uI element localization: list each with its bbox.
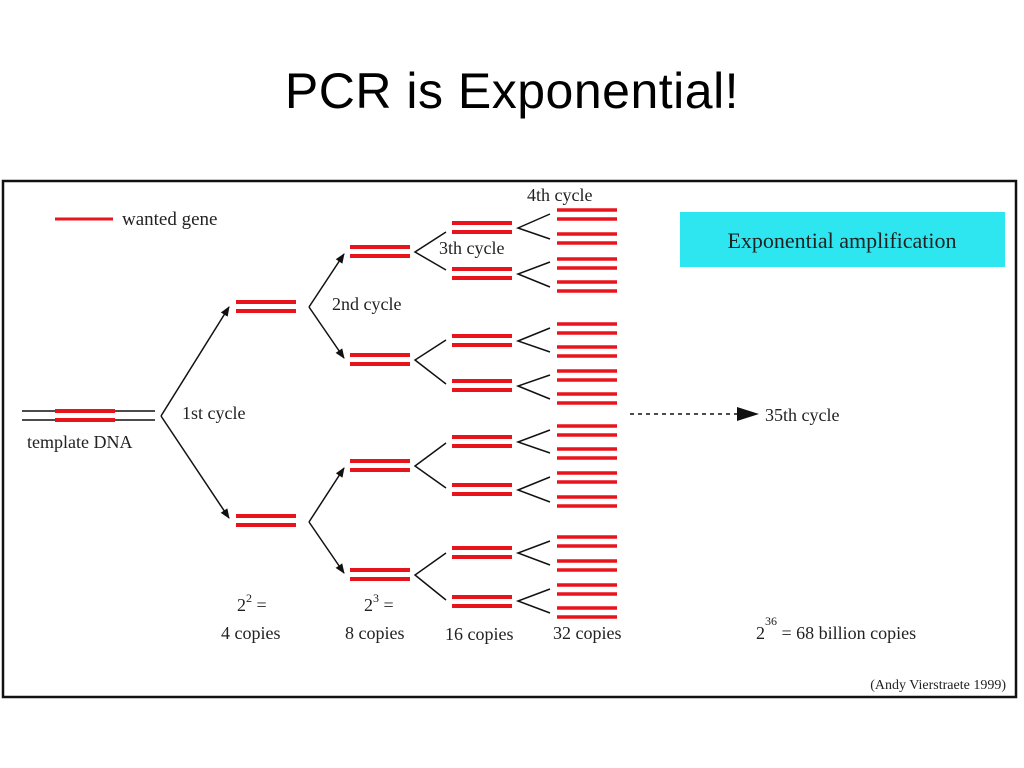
credit-text: (Andy Vierstraete 1999) xyxy=(870,678,1006,693)
callout-text: Exponential amplification xyxy=(727,228,956,253)
figure-frame xyxy=(1,179,1018,699)
copy-formula: 22 = xyxy=(237,591,267,615)
final-cycle-label: 35th cycle xyxy=(765,405,839,425)
cycle-1: 1st cycle xyxy=(160,300,296,527)
cycle-2-arrow xyxy=(308,521,345,574)
cycle-3-fork xyxy=(413,231,447,271)
cycle-2-arrow xyxy=(308,467,345,523)
cycle-2-arrow xyxy=(308,253,345,308)
cycle-4-fork xyxy=(515,261,551,288)
copy-formula: 23 = xyxy=(364,591,394,615)
cycle-3-fork xyxy=(413,339,447,385)
cycle-1-product-1 xyxy=(236,300,296,313)
cycle-4-fork xyxy=(515,327,551,353)
cycle-2-label: 2nd cycle xyxy=(332,294,401,314)
cycle-4-fork xyxy=(515,476,551,503)
copy-label: 4 copies xyxy=(221,623,280,643)
slide-title: PCR is Exponential! xyxy=(284,63,740,119)
legend-label: wanted gene xyxy=(122,209,217,230)
copy-label: 8 copies xyxy=(345,623,404,643)
cycle-4-products xyxy=(557,208,617,619)
cycle-1-arrow-down xyxy=(160,415,230,519)
cycle-2-arrow xyxy=(308,306,345,359)
cycle-1-label: 1st cycle xyxy=(182,403,245,423)
cycle-4-fork xyxy=(515,374,551,400)
cycle-1-product-2 xyxy=(236,514,296,527)
cycle-2-products xyxy=(350,245,410,581)
cycle-3-products xyxy=(452,221,512,608)
cycle-4: 4th cycle xyxy=(515,185,617,619)
copy-label-cycle-3: 16 copies xyxy=(445,624,513,644)
template-label: template DNA xyxy=(27,432,132,452)
copy-label-cycle-4: 32 copies xyxy=(553,623,621,643)
cycle-1-arrow-up xyxy=(160,306,230,417)
cycle-3: 3th cycle xyxy=(413,221,512,608)
final-copy-formula: 236 = 68 billion copies xyxy=(756,614,916,643)
copy-count-cycle-1: 22 = 4 copies xyxy=(221,591,280,643)
cycle-3-fork xyxy=(413,442,447,489)
cycle-4-fork xyxy=(515,540,551,566)
cycle-4-fork xyxy=(515,429,551,454)
legend: wanted gene xyxy=(55,209,217,230)
cycle-4-fork xyxy=(515,213,551,240)
cycle-3-fork xyxy=(413,552,447,601)
copy-count-cycle-2: 23 = 8 copies xyxy=(345,591,404,643)
callout-background xyxy=(680,212,1005,267)
continuation: 35th cycle xyxy=(630,405,839,425)
cycle-4-fork xyxy=(515,588,551,614)
callout-box: Exponential amplification xyxy=(680,212,1005,267)
cycle-4-label: 4th cycle xyxy=(527,185,592,205)
cycle-2: 2nd cycle xyxy=(308,245,410,581)
cycle-3-label: 3th cycle xyxy=(439,238,504,258)
template-dna: template DNA xyxy=(22,409,155,452)
